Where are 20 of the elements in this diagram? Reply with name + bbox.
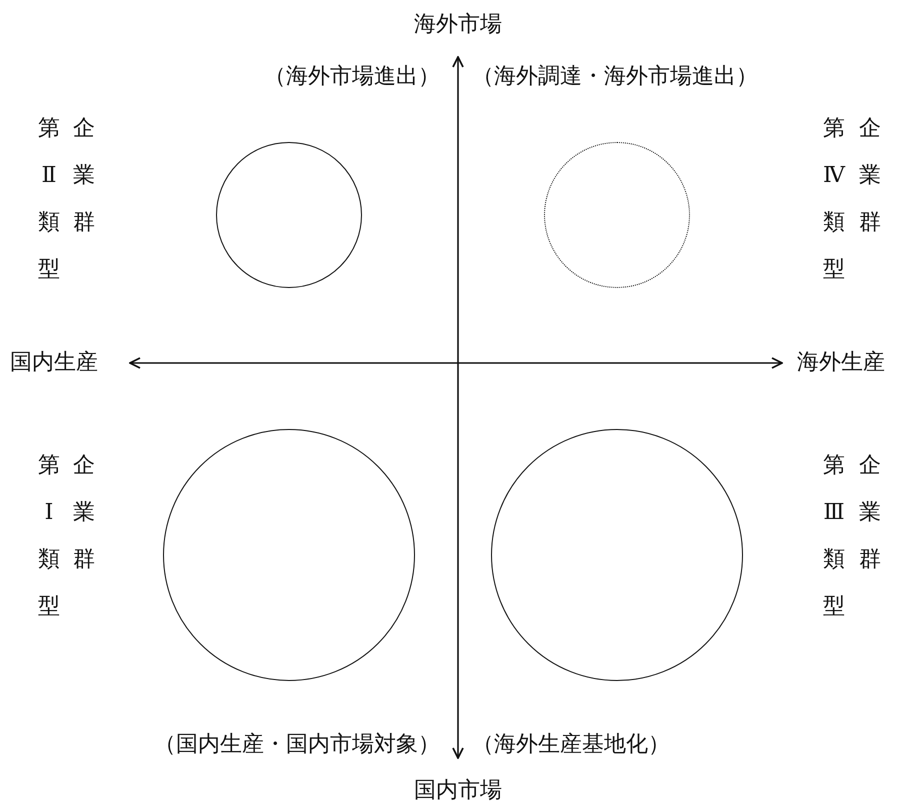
quadrant-label: 第Ⅱ類型 (37, 115, 61, 284)
quadrant-label: 第Ⅳ類型 (822, 115, 846, 284)
quadrant-caption: （海外生産基地化） (472, 734, 670, 756)
circle-shape (544, 142, 690, 288)
axis-label: 国内生産 (10, 352, 98, 374)
quadrant-label: 企業群 (858, 115, 882, 237)
circle-shape (216, 142, 362, 288)
quadrant-label: 企業群 (858, 452, 882, 574)
axis-label: 海外市場 (414, 14, 502, 36)
axis-label: 国内市場 (414, 780, 502, 802)
quadrant-label: 第Ⅲ類型 (822, 452, 846, 621)
axis-label: 海外生産 (797, 352, 885, 374)
quadrant-caption: （海外市場進出） (264, 66, 440, 88)
circle-shape (491, 429, 743, 681)
quadrant-label: 第Ⅰ類型 (37, 452, 61, 621)
quadrant-label: 企業群 (72, 115, 96, 237)
circle-shape (163, 429, 415, 681)
quadrant-caption: （国内生産・国内市場対象） (154, 734, 440, 756)
quadrant-caption: （海外調達・海外市場進出） (472, 66, 758, 88)
quadrant-label: 企業群 (72, 452, 96, 574)
